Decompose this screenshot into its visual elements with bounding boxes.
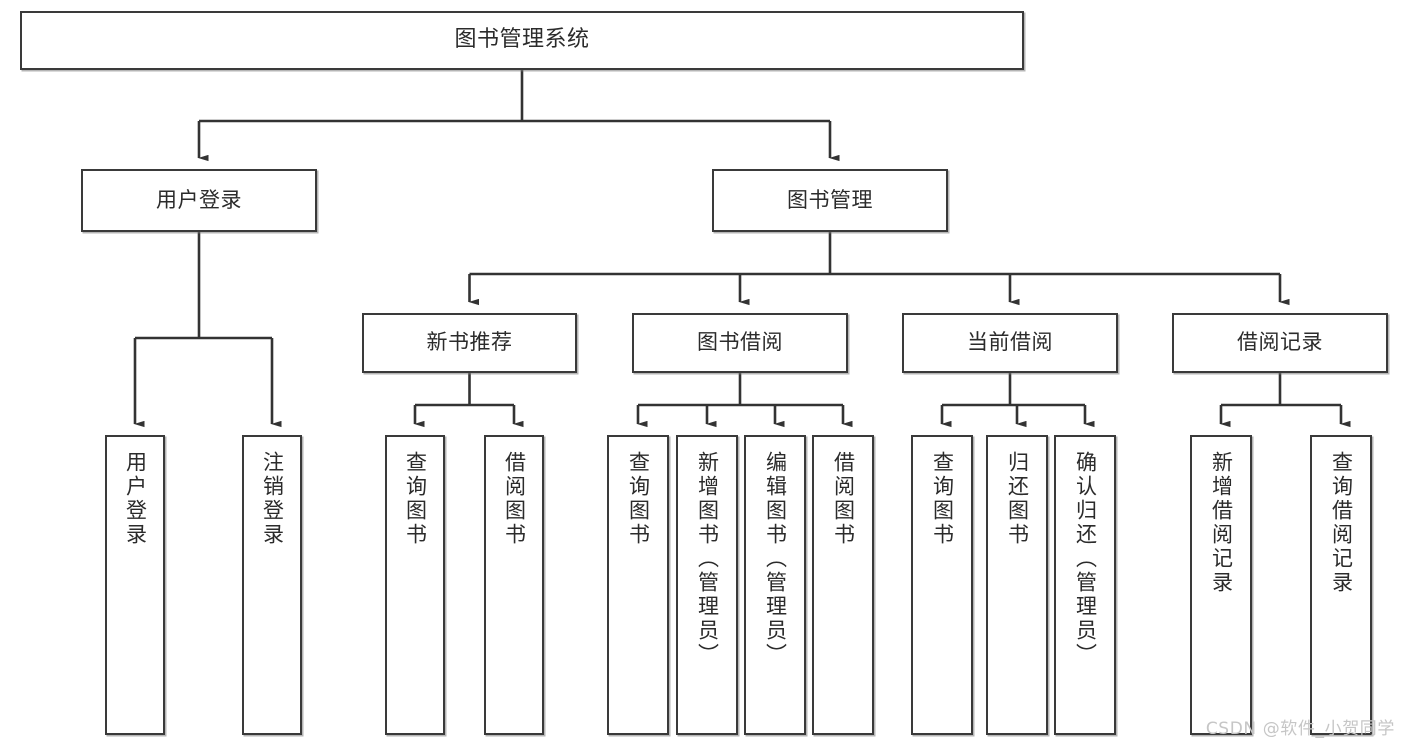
node-l3-logout[interactable]: 注销登录 <box>242 435 302 735</box>
node-label: 用户登录 <box>156 187 242 212</box>
node-l2-current[interactable]: 当前借阅 <box>902 313 1118 373</box>
node-l3-rc-query[interactable]: 查询借阅记录 <box>1310 435 1372 735</box>
node-l3-cu-return[interactable]: 归还图书 <box>986 435 1048 735</box>
node-label: 用户登录 <box>123 451 148 547</box>
node-label: 新增借阅记录 <box>1209 451 1234 595</box>
node-l3-bk-borrow[interactable]: 借阅图书 <box>812 435 874 735</box>
node-label: 确认归还（管理员） <box>1073 451 1098 667</box>
node-l3-rc-add[interactable]: 新增借阅记录 <box>1190 435 1252 735</box>
node-l3-cu-query[interactable]: 查询图书 <box>911 435 973 735</box>
node-l2-newbook[interactable]: 新书推荐 <box>362 313 577 373</box>
node-label: 查询图书 <box>626 451 651 547</box>
node-l3-nb-query[interactable]: 查询图书 <box>385 435 445 735</box>
node-label: 新书推荐 <box>426 330 513 355</box>
node-l3-bk-edit[interactable]: 编辑图书（管理员） <box>744 435 806 735</box>
node-l2-borrow[interactable]: 图书借阅 <box>632 313 848 373</box>
node-l2-records[interactable]: 借阅记录 <box>1172 313 1388 373</box>
node-label: 编辑图书（管理员） <box>763 451 788 667</box>
node-l1-bookmgmt[interactable]: 图书管理 <box>712 169 948 232</box>
node-root[interactable]: 图书管理系统 <box>20 11 1024 70</box>
node-label: 图书管理系统 <box>454 27 590 53</box>
node-label: 注销登录 <box>260 451 285 547</box>
node-label: 查询图书 <box>403 451 428 547</box>
node-l3-bk-query[interactable]: 查询图书 <box>607 435 669 735</box>
node-label: 当前借阅 <box>967 330 1053 355</box>
node-l1-login[interactable]: 用户登录 <box>81 169 317 232</box>
node-label: 借阅图书 <box>831 451 856 547</box>
node-label: 图书借阅 <box>697 330 783 355</box>
node-label: 查询借阅记录 <box>1329 451 1354 595</box>
node-label: 借阅图书 <box>502 451 527 547</box>
node-label: 查询图书 <box>930 451 955 547</box>
node-label: 借阅记录 <box>1237 330 1323 355</box>
node-label: 归还图书 <box>1005 451 1030 547</box>
node-label: 新增图书（管理员） <box>695 451 720 667</box>
node-l3-bk-add[interactable]: 新增图书（管理员） <box>676 435 738 735</box>
node-l3-userlogin[interactable]: 用户登录 <box>105 435 165 735</box>
node-l3-cu-confirm[interactable]: 确认归还（管理员） <box>1054 435 1116 735</box>
node-l3-nb-borrow[interactable]: 借阅图书 <box>484 435 544 735</box>
node-label: 图书管理 <box>787 187 873 212</box>
